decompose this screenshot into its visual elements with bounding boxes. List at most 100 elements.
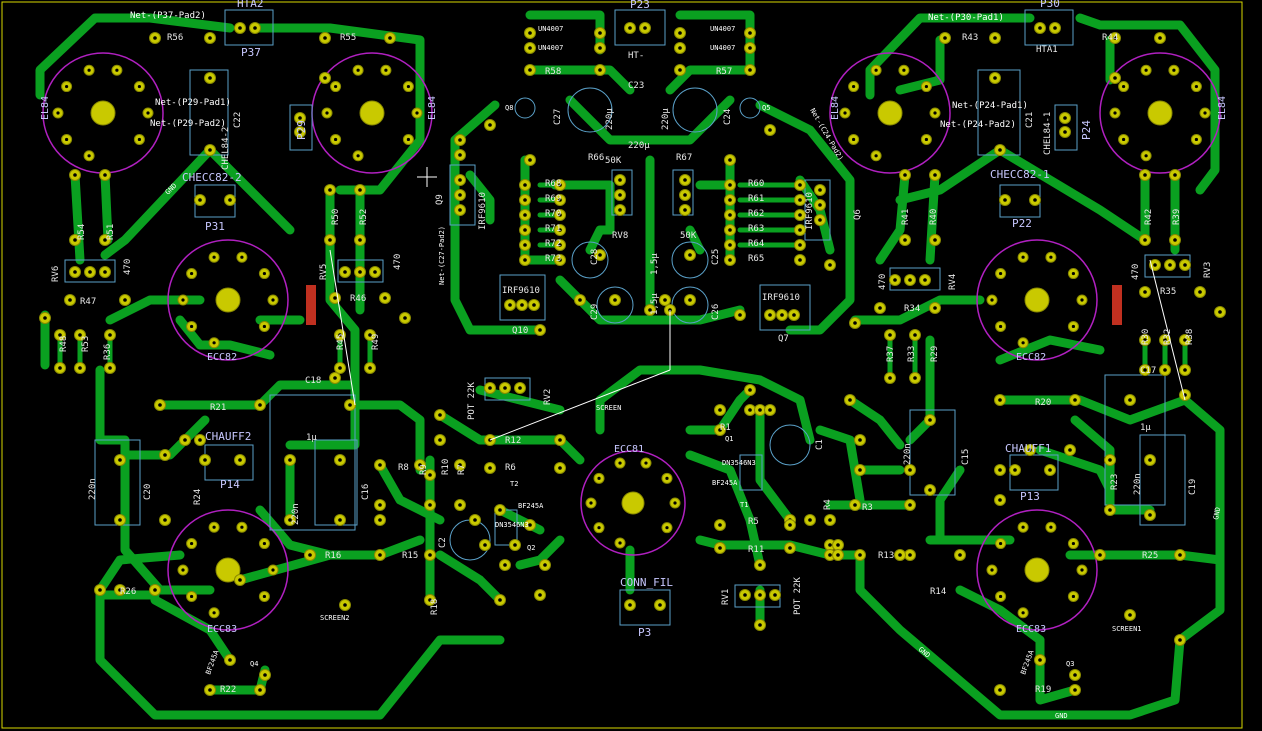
drill-hole xyxy=(589,501,593,505)
drill-hole xyxy=(1198,290,1202,294)
drill-hole xyxy=(98,588,102,592)
tube-chauff1[interactable] xyxy=(976,509,1098,631)
drill-hole xyxy=(558,438,562,442)
drill-hole xyxy=(665,476,669,480)
drill-hole xyxy=(163,518,167,522)
net-label-c27-pad2: Net-(C27-Pad2) xyxy=(438,226,446,285)
drill-hole xyxy=(538,328,542,332)
drill-hole xyxy=(153,36,157,40)
drc-markers xyxy=(306,285,1122,325)
label-p3: P3 xyxy=(638,626,651,639)
drill-hole xyxy=(903,238,907,242)
drill-hole xyxy=(1038,26,1042,30)
label-p23: P23 xyxy=(630,0,650,11)
drill-hole xyxy=(683,178,687,182)
label-c1: C1 xyxy=(815,439,825,450)
drill-hole xyxy=(1178,553,1182,557)
label-r43: R43 xyxy=(962,33,978,43)
drill-hole xyxy=(108,366,112,370)
label-r3: R3 xyxy=(862,503,873,513)
label-rv8: RV8 xyxy=(612,231,628,241)
label-checc82-2: CHECC82-2 xyxy=(182,171,242,184)
tube-center[interactable] xyxy=(580,450,686,556)
drill-hole xyxy=(1178,638,1182,642)
tube-label-el84-4: EL84 xyxy=(1217,96,1228,120)
drill-hole xyxy=(108,333,112,337)
label-r21: R21 xyxy=(210,403,226,413)
drill-hole xyxy=(558,228,562,232)
tube-el84-1[interactable] xyxy=(311,52,433,174)
drill-hole xyxy=(103,270,107,274)
drill-hole xyxy=(808,518,812,522)
drill-hole xyxy=(356,154,360,158)
drill-hole xyxy=(262,541,267,546)
drill-hole xyxy=(228,198,232,202)
drill-hole xyxy=(1049,255,1053,259)
drill-hole xyxy=(240,255,244,259)
drill-hole xyxy=(428,553,432,557)
tube-chauff2[interactable] xyxy=(167,509,289,631)
drill-hole xyxy=(383,296,387,300)
drill-hole xyxy=(498,598,502,602)
label-q3: Q3 xyxy=(1066,660,1074,668)
drill-hole xyxy=(520,303,524,307)
drill-hole xyxy=(298,130,302,134)
drill-hole xyxy=(458,178,462,182)
label-r4: R4 xyxy=(823,499,833,510)
drill-hole xyxy=(458,208,462,212)
label-r65: R65 xyxy=(748,254,764,264)
drill-hole xyxy=(597,526,601,530)
drill-hole xyxy=(928,418,932,422)
drill-hole xyxy=(678,31,682,35)
tube-ecc82-2[interactable] xyxy=(167,239,289,361)
net-label-p30-pad1: Net-(P30-Pad1) xyxy=(928,13,1004,23)
value-q7: IRF9610 xyxy=(762,293,800,303)
drill-hole xyxy=(828,518,832,522)
drill-hole xyxy=(208,148,212,152)
pads xyxy=(39,22,1226,696)
drill-hole xyxy=(618,461,622,465)
drill-hole xyxy=(458,193,462,197)
drill-hole xyxy=(103,173,107,177)
value-rv5: 470 xyxy=(393,254,403,270)
drill-hole xyxy=(189,594,194,599)
tube-el84-4[interactable] xyxy=(1099,52,1221,174)
cap-c27-outline xyxy=(567,87,613,133)
drill-hole xyxy=(663,298,667,302)
label-r53: R53 xyxy=(81,336,91,352)
drill-hole xyxy=(1049,525,1053,529)
label-r67: R67 xyxy=(676,153,692,163)
drill-hole xyxy=(438,438,442,442)
tube-ecc82-1[interactable] xyxy=(976,239,1098,361)
drill-hole xyxy=(924,137,929,142)
cap-c25-outline xyxy=(671,241,709,279)
drill-hole xyxy=(498,508,502,512)
label-r70: R70 xyxy=(545,209,561,219)
label-r62: R62 xyxy=(748,209,764,219)
drill-hole xyxy=(1013,468,1017,472)
label-q1: Q1 xyxy=(725,435,733,443)
value-c29: 1,5μ xyxy=(650,293,660,315)
drill-hole xyxy=(858,553,862,557)
drill-hole xyxy=(1038,658,1042,662)
drill-hole xyxy=(153,588,157,592)
tube-el84-3[interactable] xyxy=(829,52,951,174)
drill-hole xyxy=(738,313,742,317)
label-r35: R35 xyxy=(1160,287,1176,297)
drill-hole xyxy=(328,188,332,192)
label-t2: T2 xyxy=(510,480,518,488)
value-rv8-a: 50K xyxy=(605,156,622,166)
drill-hole xyxy=(189,271,194,276)
drill-hole xyxy=(123,298,127,302)
drill-hole xyxy=(384,68,388,72)
drc-marker-left[interactable] xyxy=(306,285,316,325)
label-r60: R60 xyxy=(748,179,764,189)
drill-hole xyxy=(428,598,432,602)
drill-hole xyxy=(523,258,527,262)
label-c2: C2 xyxy=(438,537,448,548)
cap-c29-outline xyxy=(596,286,634,324)
drc-marker-right[interactable] xyxy=(1112,285,1122,325)
label-chauff1: CHAUFF1 xyxy=(1005,442,1051,455)
